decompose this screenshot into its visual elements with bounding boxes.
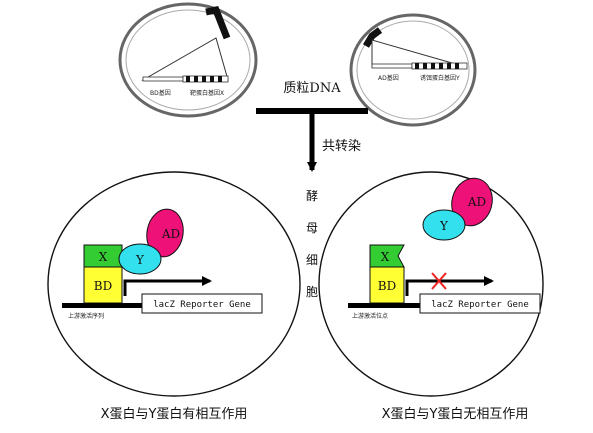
right-caption: X蛋白与Y蛋白无相互作用 <box>382 406 529 422</box>
bd-gene-segment <box>142 76 184 82</box>
left-reporter-gene-box <box>141 293 263 314</box>
right-transcription-arrow <box>405 276 494 296</box>
left-caption: X蛋白与Y蛋白有相互作用 <box>101 406 248 422</box>
right-plasmid: AD基因 诱饵蛋白基因Y <box>349 13 477 127</box>
left-yeast-cell: X BD AD Y lacZ Reporter Gene 上游激活序列 <box>47 171 301 397</box>
right-bd-label: BD <box>378 279 396 293</box>
right-bd-domain <box>369 266 405 304</box>
right-reporter-gene-box <box>419 293 541 314</box>
right-dna-strand <box>348 303 420 308</box>
yeast-char-3: 细 <box>306 253 318 267</box>
left-ad-label: AD <box>161 227 180 241</box>
left-plasmid-insert-arc <box>205 5 231 40</box>
yeast-char-4: 胞 <box>306 285 318 299</box>
right-yeast-cell: X BD AD Y lacZ Reporter Gene 上游激活位点 <box>318 171 544 397</box>
left-y-label: Y <box>135 253 145 267</box>
left-x-label: X <box>99 250 108 264</box>
ad-gene-segment <box>371 63 413 69</box>
yeast-char-2: 母 <box>306 221 318 235</box>
left-cell-membrane <box>47 171 301 397</box>
left-reporter-label: lacZ Reporter Gene <box>153 300 251 310</box>
connector-bar <box>256 108 368 114</box>
left-bd-domain <box>83 266 123 304</box>
right-reporter-label: lacZ Reporter Gene <box>431 300 529 310</box>
left-bd-label: BD <box>94 279 112 293</box>
right-plasmid-insert-arc <box>362 27 383 48</box>
right-ad-label: AD <box>467 195 486 209</box>
right-y-label: Y <box>439 219 449 233</box>
left-upstream-label: 上游激活序列 <box>68 312 104 320</box>
right-cell-membrane <box>318 171 544 397</box>
left-y-protein <box>118 243 162 275</box>
prey-gene-label: 诱饵蛋白基因Y <box>420 74 460 82</box>
cotransfect-label: 共转染 <box>322 139 361 154</box>
bd-gene-label: BD基因 <box>150 89 171 97</box>
plasmid-dna-label: 质粒DNA <box>283 81 341 96</box>
right-ad-domain <box>451 177 493 227</box>
right-upstream-label: 上游激活位点 <box>352 312 388 320</box>
no-transcription-cross-icon <box>431 272 447 290</box>
ad-gene-label: AD基因 <box>378 74 399 82</box>
bait-gene-segment <box>182 75 229 83</box>
right-x-protein <box>369 244 405 268</box>
left-plasmid: BD基因 靶蛋白基因X <box>118 2 258 118</box>
left-transcription-arrow <box>123 276 212 296</box>
left-plasmid-inner-ring <box>125 9 251 111</box>
right-plasmid-inner-ring <box>356 20 470 120</box>
yeast-char-1: 酵 <box>306 189 318 203</box>
bait-gene-label: 靶蛋白基因X <box>190 89 224 97</box>
cotransfection-connector: 质粒DNA 共转染 酵 母 细 胞 <box>256 81 368 299</box>
prey-gene-segment <box>411 62 468 70</box>
right-plasmid-ring <box>349 13 477 127</box>
left-dna-strand <box>62 303 142 308</box>
right-x-label: X <box>381 250 390 264</box>
right-y-protein <box>422 209 466 241</box>
